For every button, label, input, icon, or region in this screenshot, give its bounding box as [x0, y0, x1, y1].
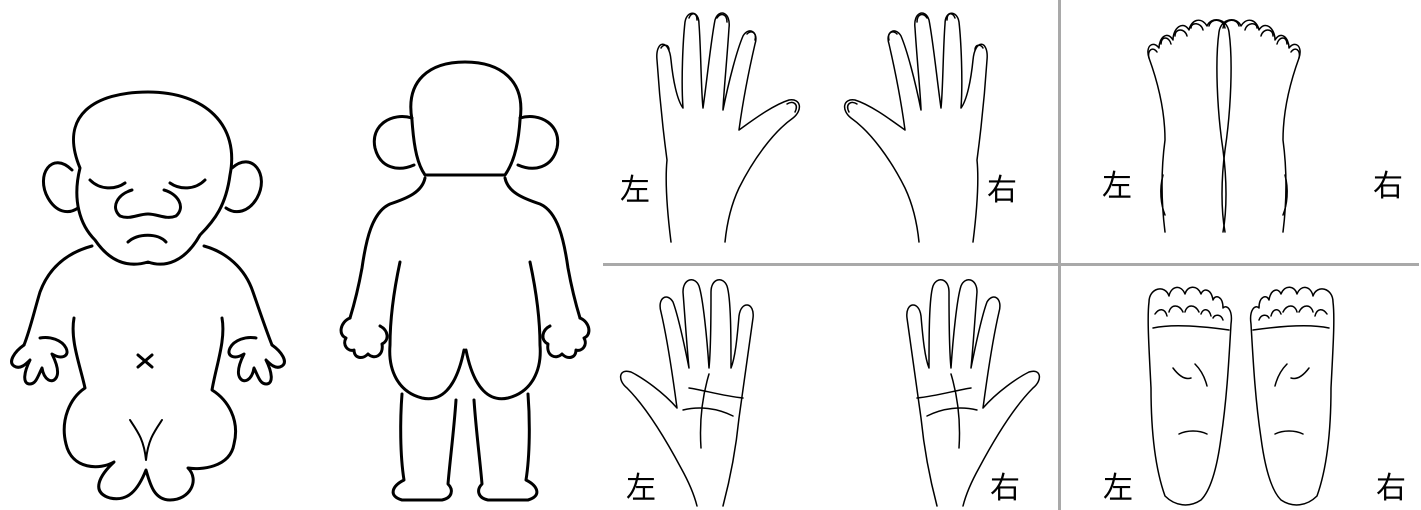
right-foot-plantar	[1249, 286, 1335, 506]
feet-dorsal-panel	[1061, 0, 1421, 262]
left-label-hands-palmar: 左	[626, 471, 656, 506]
baby-front-figure	[0, 0, 300, 510]
hands-dorsal-panel	[603, 0, 1058, 262]
horizontal-divider	[603, 263, 1419, 266]
right-foot-dorsal	[1216, 19, 1301, 233]
right-label-feet-dorsal: 右	[1373, 169, 1403, 204]
left-label-feet-plantar: 左	[1103, 471, 1133, 506]
vertical-divider	[1058, 0, 1061, 510]
left-hand-dorsal	[656, 12, 801, 243]
right-hand-dorsal	[843, 12, 988, 243]
right-label-hands-dorsal: 右	[987, 173, 1017, 208]
left-hand-palmar	[619, 279, 754, 507]
left-foot-dorsal	[1147, 19, 1232, 233]
feet-plantar-panel	[1061, 268, 1421, 510]
hands-palmar-panel	[603, 268, 1058, 510]
left-foot-plantar	[1147, 286, 1233, 506]
right-label-feet-plantar: 右	[1376, 471, 1406, 506]
left-label-hands-dorsal: 左	[620, 173, 650, 208]
right-label-hands-palmar: 右	[990, 471, 1020, 506]
left-label-feet-dorsal: 左	[1102, 169, 1132, 204]
right-hand-palmar	[906, 279, 1041, 507]
baby-back-figure	[330, 0, 600, 510]
